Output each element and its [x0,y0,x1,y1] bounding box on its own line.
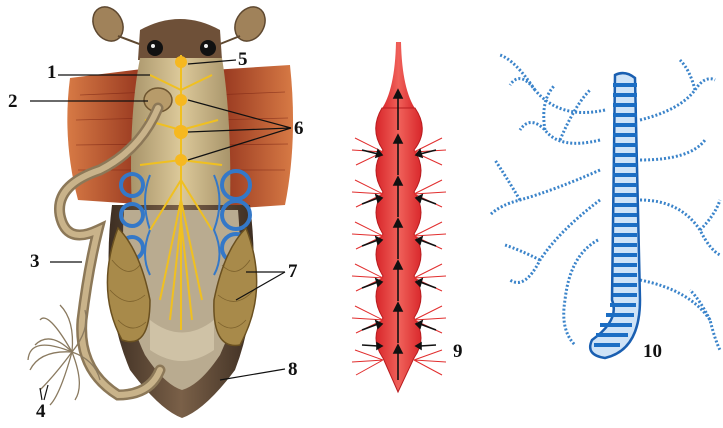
trachea [490,55,720,358]
eye-right [200,40,216,56]
dorsal-vessel [352,42,446,392]
ganglion-4 [175,154,187,166]
label-10: 10 [643,342,662,361]
label-8: 8 [288,360,298,379]
label-9: 9 [453,342,463,361]
label-4: 4 [36,402,46,421]
eye-left [147,40,163,56]
ganglion-3 [174,125,188,139]
label-2: 2 [8,92,18,111]
label-1: 1 [47,63,57,82]
label-5: 5 [238,50,248,69]
antenna-right [229,1,271,46]
label-6: 6 [294,119,304,138]
insect-anatomy [28,1,293,418]
label-3: 3 [30,252,40,271]
ganglion-1 [175,56,187,68]
label-7: 7 [288,262,298,281]
trachea-rings [594,85,637,345]
antenna-left [87,1,129,46]
trachea-branches [490,55,720,350]
ganglion-2 [175,94,187,106]
